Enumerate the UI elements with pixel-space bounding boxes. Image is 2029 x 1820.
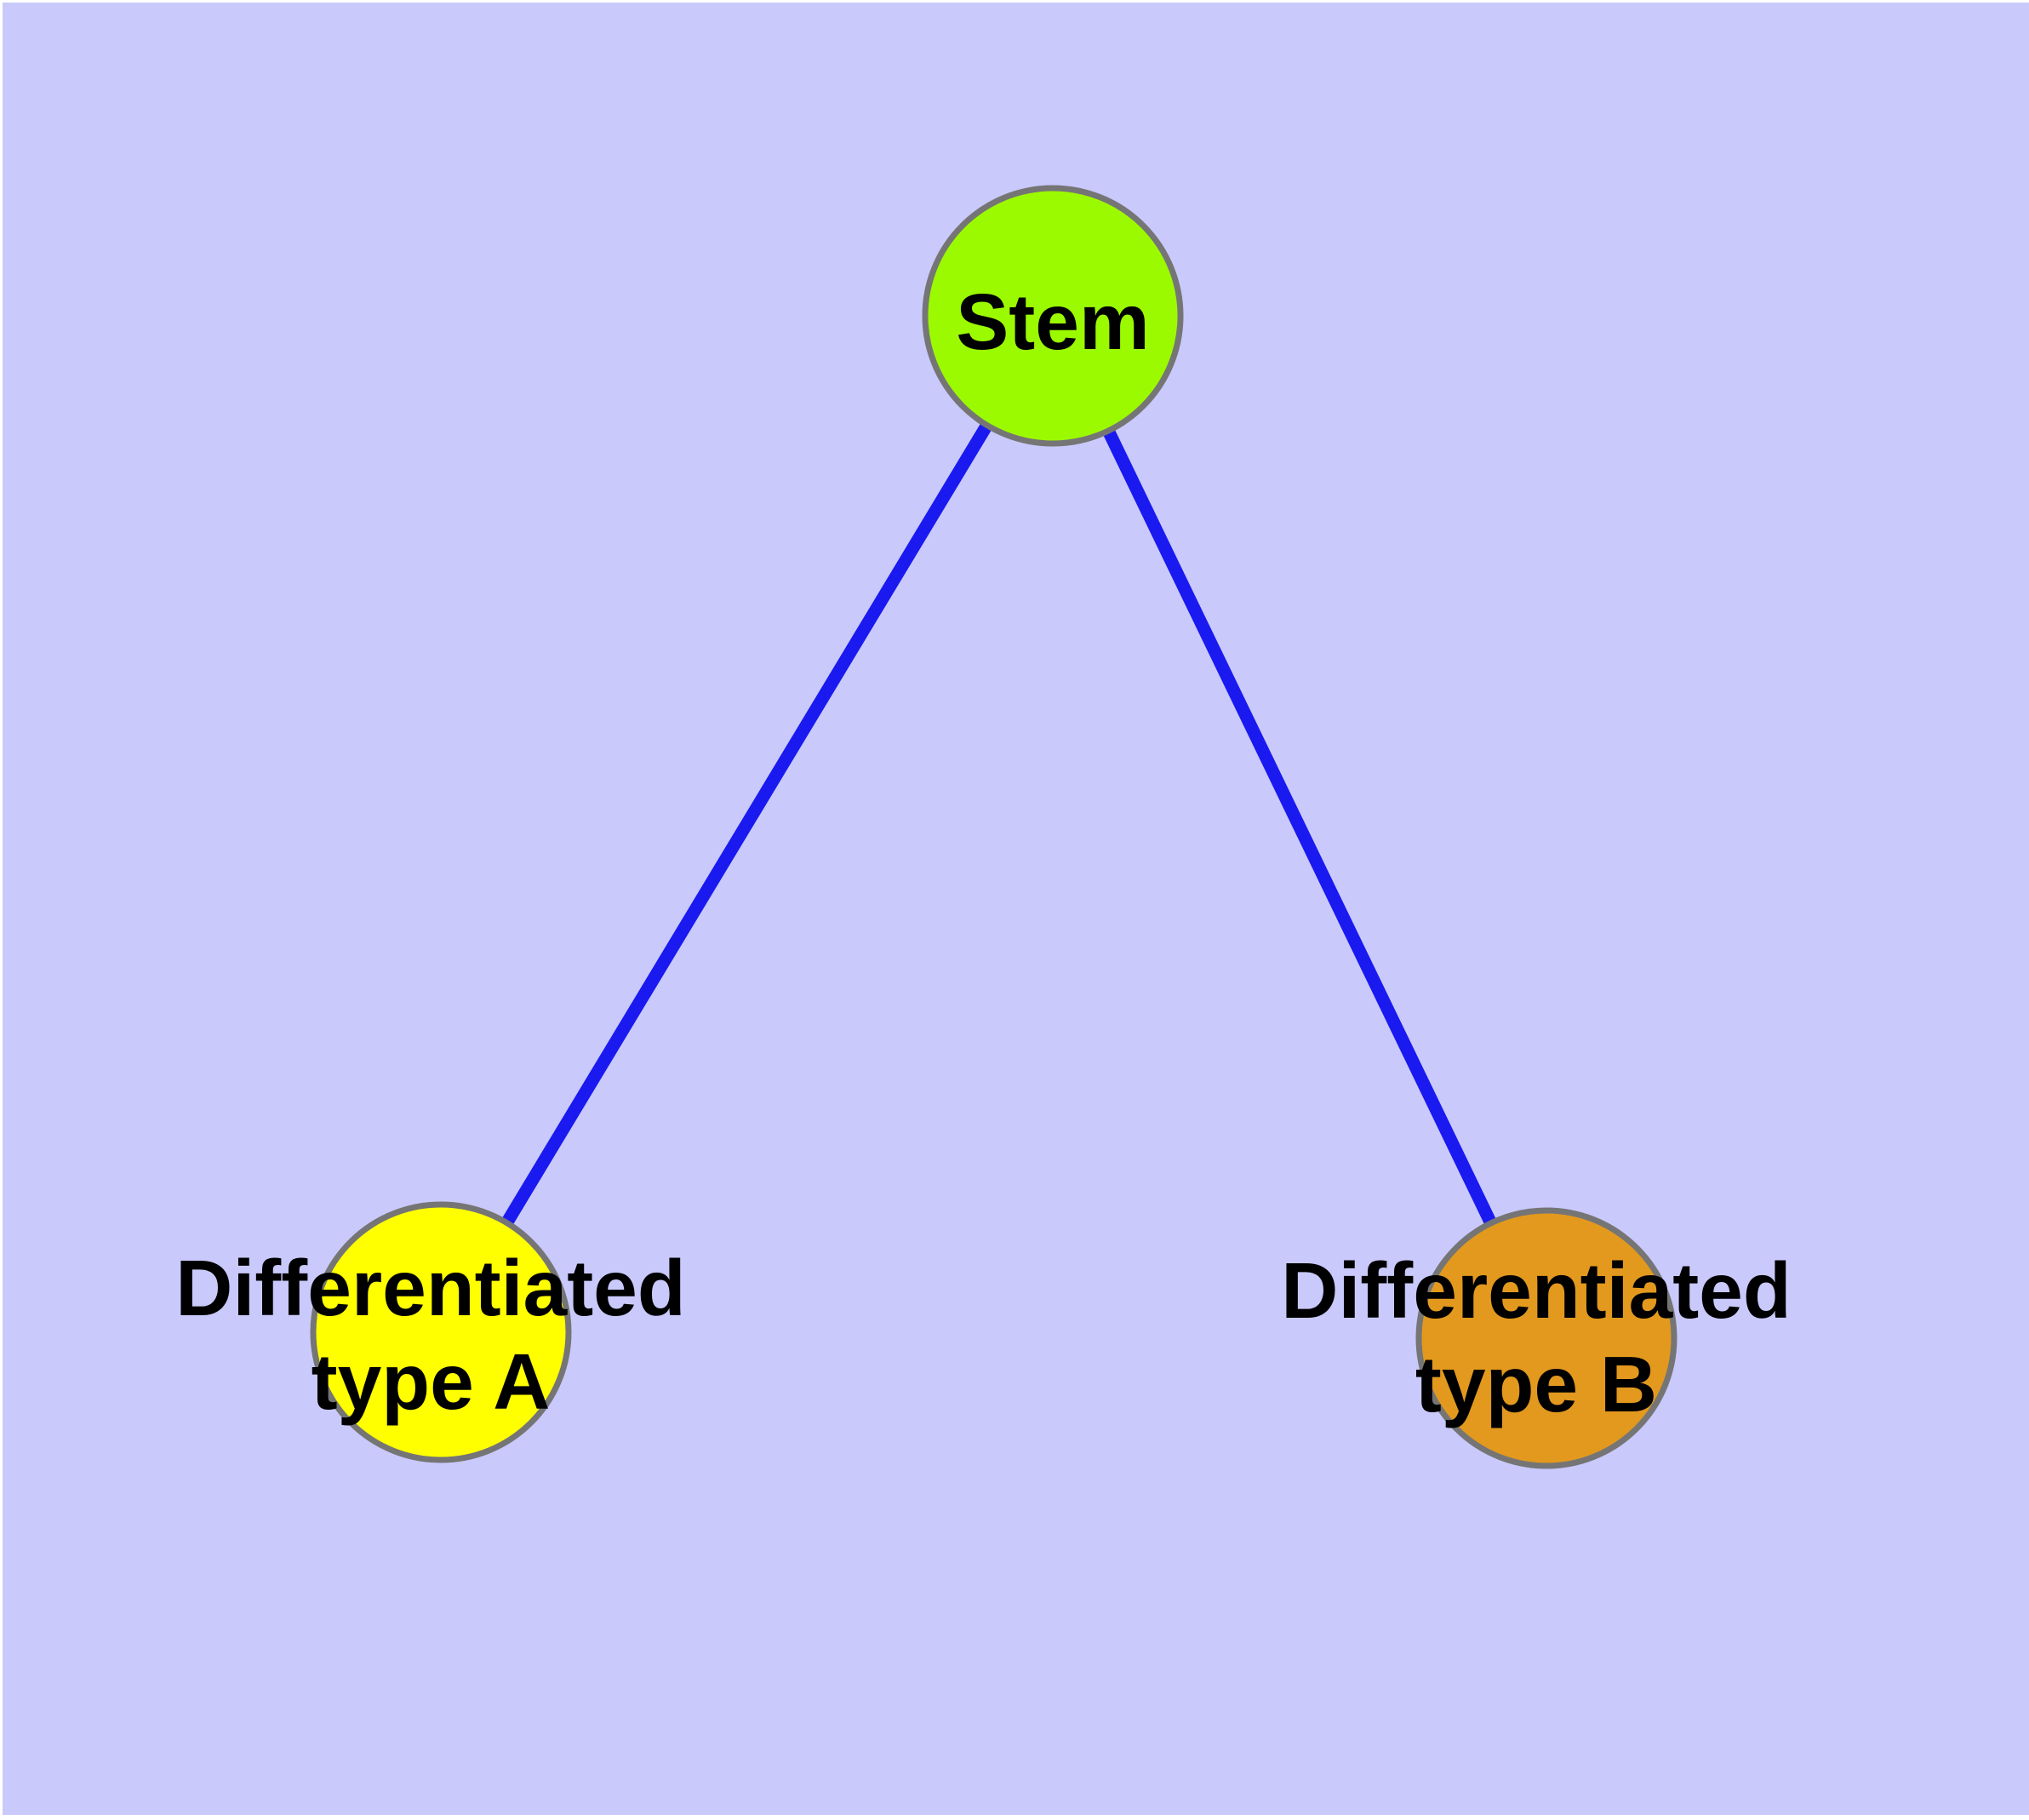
edge-stem-to-type-b (1047, 312, 1552, 1342)
node-type-b-label-line2: type B (1415, 1340, 1657, 1428)
edge-stem-to-type-a (435, 312, 1059, 1336)
node-stem-label: Stem (956, 278, 1149, 366)
node-type-b-label-line1: Differentiated (1281, 1246, 1791, 1335)
node-differentiated-type-a (310, 1201, 572, 1463)
node-stem (922, 185, 1184, 447)
node-differentiated-type-b (1415, 1207, 1677, 1469)
node-type-a-label-line1: Differentiated (175, 1244, 685, 1332)
node-type-a-label-line2: type A (311, 1337, 551, 1426)
